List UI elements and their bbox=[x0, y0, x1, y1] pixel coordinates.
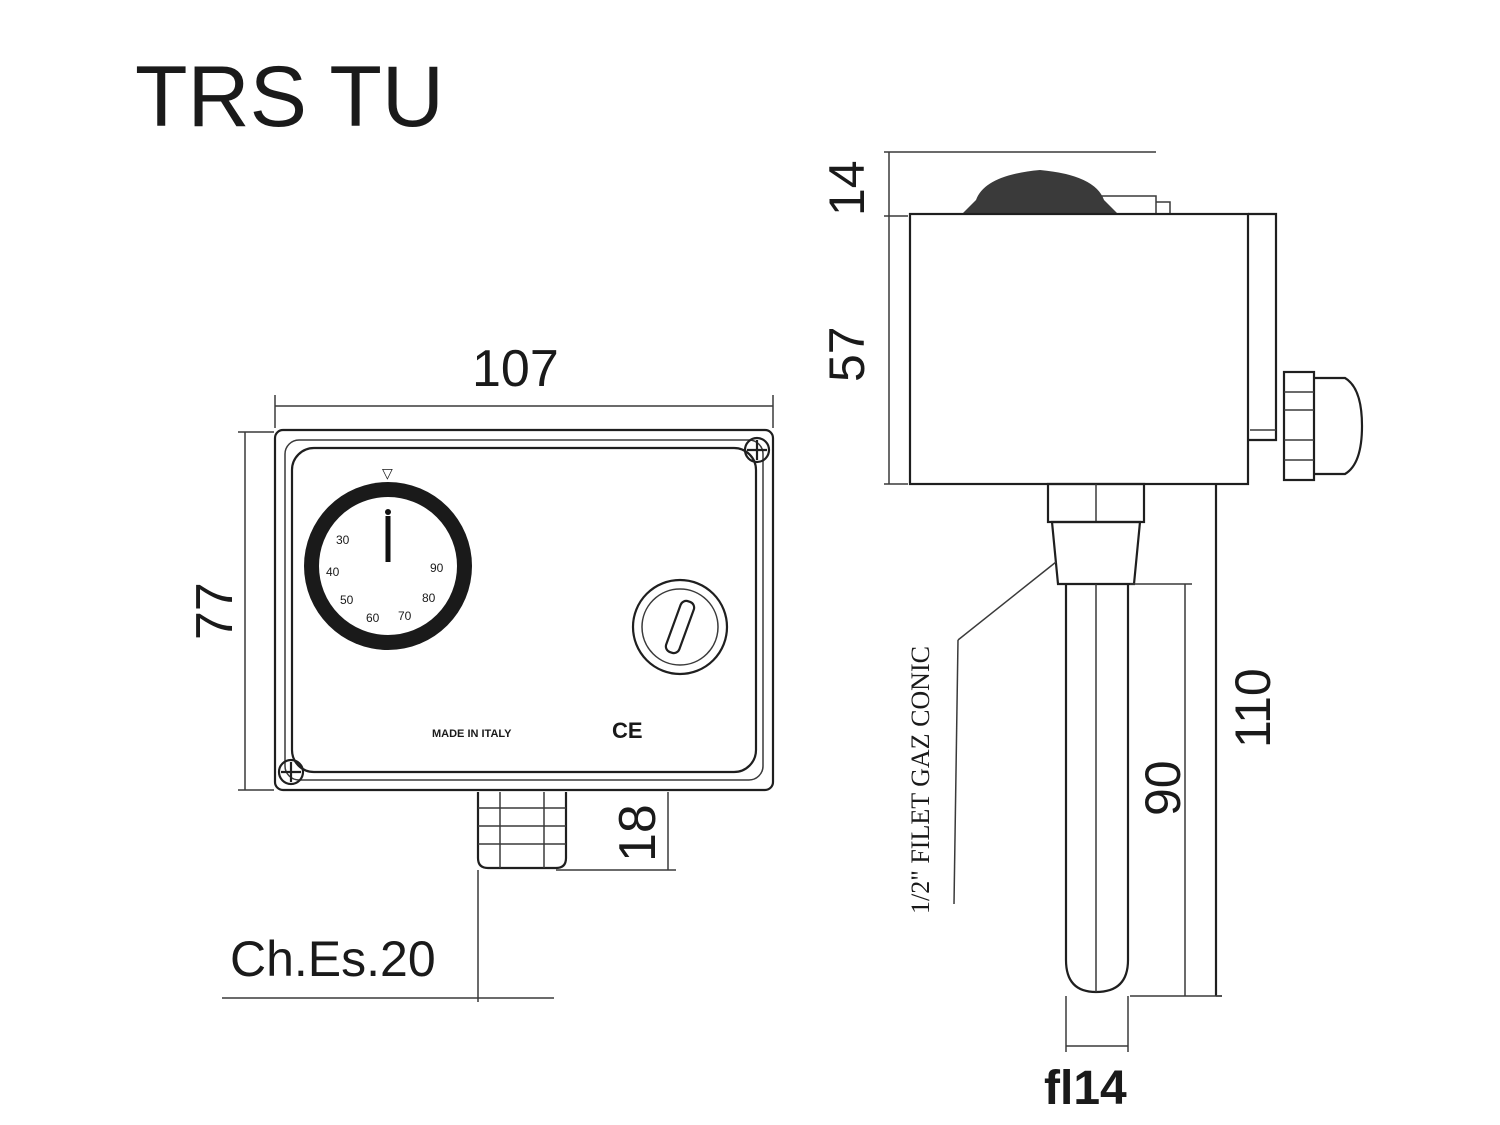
dial-scale-label: 60 bbox=[366, 611, 380, 625]
dimension-probe-total: 110 bbox=[1130, 668, 1281, 997]
dimension-height: 77 bbox=[186, 431, 274, 791]
ce-mark: CE bbox=[612, 718, 643, 743]
reset-knob-icon bbox=[631, 578, 729, 676]
thread-note: 1/2" FILET GAZ CONIC bbox=[906, 646, 935, 914]
housing-panel bbox=[290, 446, 758, 774]
product-title: TRS TU bbox=[135, 49, 444, 145]
height-label: 77 bbox=[186, 582, 244, 640]
dimension-knob-height: 14 bbox=[819, 151, 1156, 217]
gland-offset-label: 18 bbox=[609, 804, 667, 862]
dimension-probe-diameter: fl14 bbox=[1044, 996, 1129, 1115]
dial-scale-label: 70 bbox=[398, 609, 412, 623]
housing-outline bbox=[273, 428, 775, 792]
housing-inner-frame bbox=[284, 439, 764, 781]
knob-icon bbox=[962, 170, 1171, 214]
dimension-body-height: 57 bbox=[819, 216, 908, 485]
temperature-dial: ▽ 30 40 50 60 70 80 90 bbox=[304, 465, 472, 650]
dial-scale-label: 30 bbox=[336, 533, 350, 547]
probe-total-label: 110 bbox=[1225, 668, 1281, 748]
threaded-fitting bbox=[1046, 482, 1146, 586]
body-height-label: 57 bbox=[819, 326, 875, 382]
made-in-label: MADE IN ITALY bbox=[432, 728, 512, 740]
svg-text:▽: ▽ bbox=[382, 465, 393, 481]
side-view: 1/2" FILET GAZ CONIC 14 57 110 90 bbox=[819, 151, 1364, 1115]
dimension-probe-length: 90 bbox=[1130, 583, 1192, 996]
width-label: 107 bbox=[472, 340, 559, 398]
side-cable-gland bbox=[1282, 370, 1364, 482]
probe-length-label: 90 bbox=[1135, 760, 1191, 816]
hex-label: Ch.Es.20 bbox=[230, 931, 436, 987]
side-body bbox=[908, 212, 1250, 486]
dial-scale-label: 40 bbox=[326, 565, 340, 579]
dial-scale-label: 50 bbox=[340, 593, 354, 607]
dimension-gland-offset: 18 bbox=[556, 792, 676, 871]
probe-diameter-label: fl14 bbox=[1044, 1062, 1127, 1115]
dial-scale-label: 90 bbox=[430, 561, 444, 575]
thread-leader: 1/2" FILET GAZ CONIC bbox=[906, 561, 1057, 914]
screw-icon bbox=[743, 436, 771, 464]
dial-scale-label: 80 bbox=[422, 591, 436, 605]
screw-icon bbox=[277, 758, 305, 786]
dimension-hex: Ch.Es.20 bbox=[222, 870, 554, 1002]
cable-gland bbox=[476, 792, 568, 870]
dimension-width: 107 bbox=[274, 340, 774, 428]
probe bbox=[1064, 584, 1130, 994]
knob-height-label: 14 bbox=[819, 160, 875, 216]
front-view: ▽ 30 40 50 60 70 80 90 MADE IN ITALY CE bbox=[186, 340, 775, 1002]
